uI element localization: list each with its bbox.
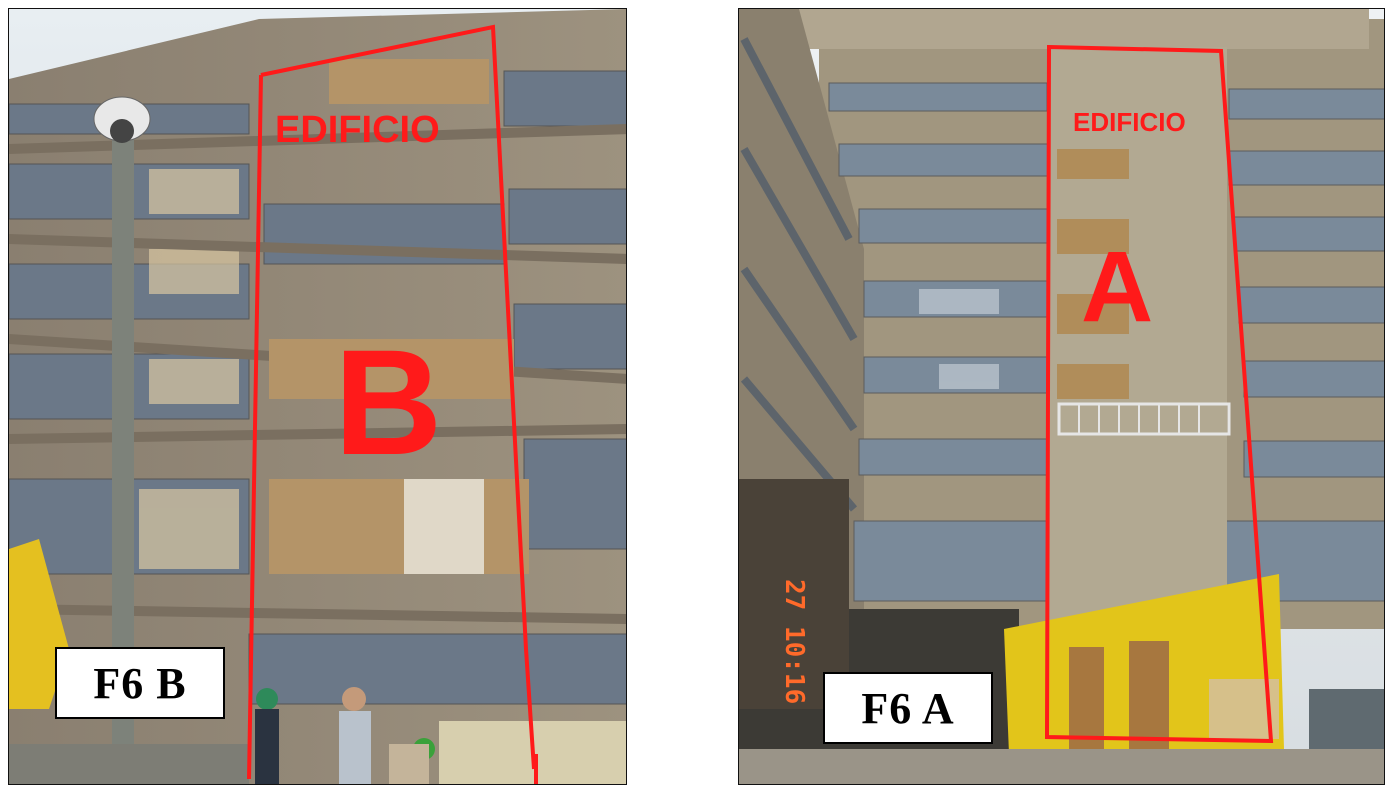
date-time-stamp: 27 10:16: [779, 579, 809, 705]
section-letter-a: A: [1081, 231, 1154, 343]
edificio-label-a: EDIFICIO: [1073, 107, 1186, 137]
building-a-photo: [739, 9, 1384, 784]
building-b-photo: [9, 9, 626, 784]
section-letter-b: B: [334, 318, 443, 486]
caption-f6-a: F6 A: [823, 672, 993, 744]
photo-panel-a: F6 A EDIFICIO A 27 10:16: [738, 8, 1385, 785]
caption-f6-b: F6 B: [55, 647, 225, 719]
photo-panel-b: F6 B EDIFICIO B: [8, 8, 627, 785]
edificio-label-b: EDIFICIO: [275, 109, 440, 151]
